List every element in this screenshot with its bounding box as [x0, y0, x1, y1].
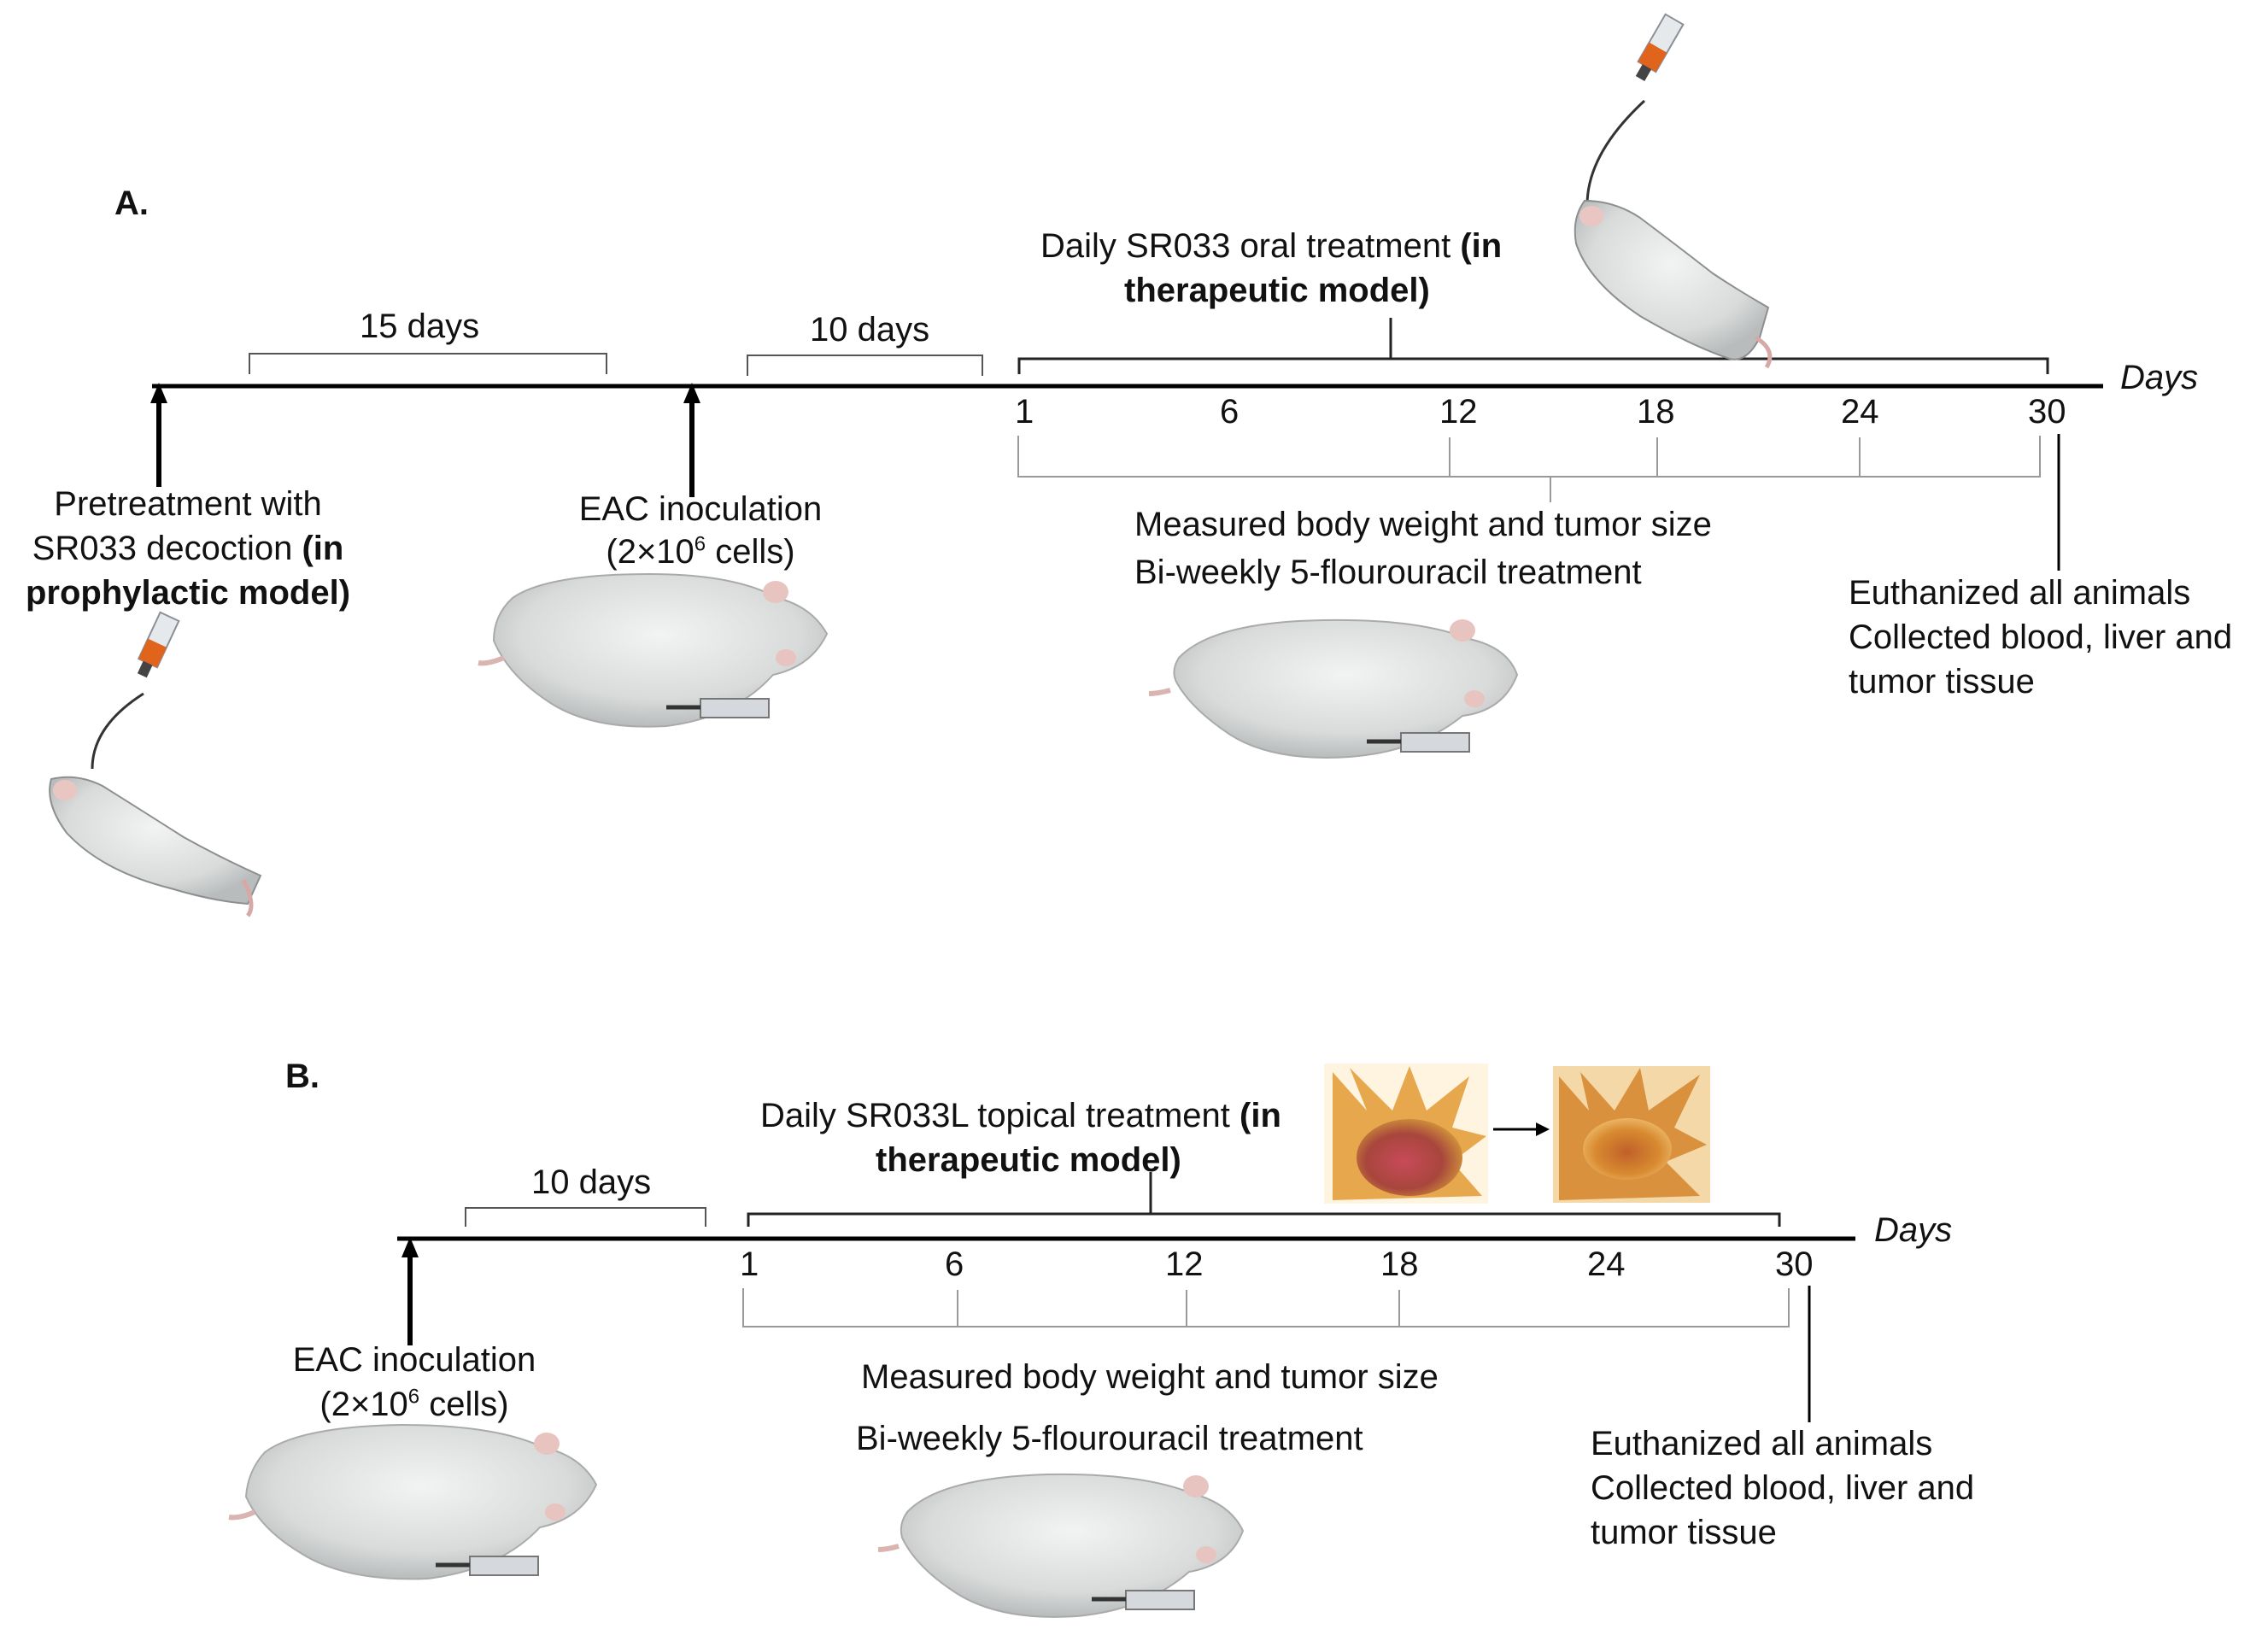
end-line1-a: Euthanized all animals: [1849, 574, 2191, 612]
tumor-photo-after: [1553, 1066, 1710, 1203]
bracket-10-days-b: [465, 1207, 706, 1227]
tick-label-b: 30: [1775, 1245, 1814, 1283]
bracket-10-days-a: [747, 355, 983, 376]
tick-label-a: 24: [1841, 393, 1879, 431]
tick-label-a: 1: [1015, 393, 1034, 431]
tick-label-a: 18: [1637, 393, 1675, 431]
axis-title-a: Days: [2120, 359, 2199, 396]
tick-label-b: 12: [1165, 1245, 1204, 1283]
pretreatment-line1: Pretreatment with: [54, 485, 322, 523]
tick-label-b: 18: [1380, 1245, 1419, 1283]
pretreatment-line2: SR033 decoction (in: [32, 530, 344, 567]
panel-a-label: A.: [114, 185, 149, 222]
tick-label-b: 1: [740, 1245, 759, 1283]
eac-arrow-a: [683, 383, 700, 497]
interval-10-days-label-b: 10 days: [531, 1163, 652, 1201]
oral-gavage-mouse-a: [1574, 13, 1773, 369]
oral-treatment-label: Daily SR033 oral treatment (in: [1040, 227, 1503, 265]
eac-arrow-b: [401, 1237, 419, 1345]
bracket-topical-treatment: [747, 1212, 1781, 1227]
tick-label-a: 30: [2028, 393, 2066, 431]
result-arrow: [1493, 1122, 1550, 1136]
eac-inoculation-label-a: EAC inoculation: [578, 490, 823, 528]
biweekly-label-b: Bi-weekly 5-flourouracil treatment: [856, 1420, 1363, 1457]
topical-treatment-label: Daily SR033L topical treatment (in: [760, 1097, 1281, 1134]
end-line2-a: Collected blood, liver and: [1849, 618, 2233, 656]
oral-treatment-model: therapeutic model): [1124, 272, 1430, 309]
measured-label-b: Measured body weight and tumor size: [861, 1358, 1439, 1396]
treatment-mouse-b: [877, 1473, 1245, 1618]
bracket-15-days: [249, 353, 607, 374]
eac-inoculation-label-b: EAC inoculation: [292, 1341, 536, 1379]
tick-label-a: 6: [1220, 393, 1239, 431]
pretreatment-arrow: [150, 383, 167, 487]
measured-label-a: Measured body weight and tumor size: [1134, 506, 1712, 543]
treatment-mouse-a: [1148, 618, 1519, 759]
interval-10-days-label-a: 10 days: [810, 311, 930, 349]
measurement-bracket-b: [742, 1288, 1790, 1327]
eac-cell-count-b: (2×106 cells): [319, 1385, 509, 1423]
topical-treatment-model: therapeutic model): [876, 1141, 1181, 1179]
tumor-photo-before: [1324, 1064, 1488, 1204]
tick-label-b: 24: [1587, 1245, 1626, 1283]
end-line3-a: tumor tissue: [1849, 663, 2035, 700]
measurement-bracket-a: [1017, 436, 2041, 502]
end-line3-b: tumor tissue: [1591, 1514, 1777, 1551]
eac-mouse-a: [478, 572, 829, 728]
pretreatment-model: prophylactic model): [25, 574, 351, 612]
interval-15-days-label: 15 days: [360, 308, 480, 345]
panel-b-label: B.: [285, 1058, 319, 1095]
end-line1-b: Euthanized all animals: [1591, 1425, 1933, 1462]
eac-cell-count-a: (2×106 cells): [606, 532, 795, 571]
end-line2-b: Collected blood, liver and: [1591, 1469, 1975, 1507]
tick-label-b: 6: [945, 1245, 964, 1283]
axis-title-b: Days: [1874, 1211, 1953, 1249]
tick-label-a: 12: [1439, 393, 1478, 431]
eac-mouse-b: [228, 1423, 598, 1580]
oral-gavage-mouse-b: [49, 611, 262, 917]
bracket-oral-treatment: [1017, 357, 2049, 374]
biweekly-label-a: Bi-weekly 5-flourouracil treatment: [1134, 554, 1642, 591]
